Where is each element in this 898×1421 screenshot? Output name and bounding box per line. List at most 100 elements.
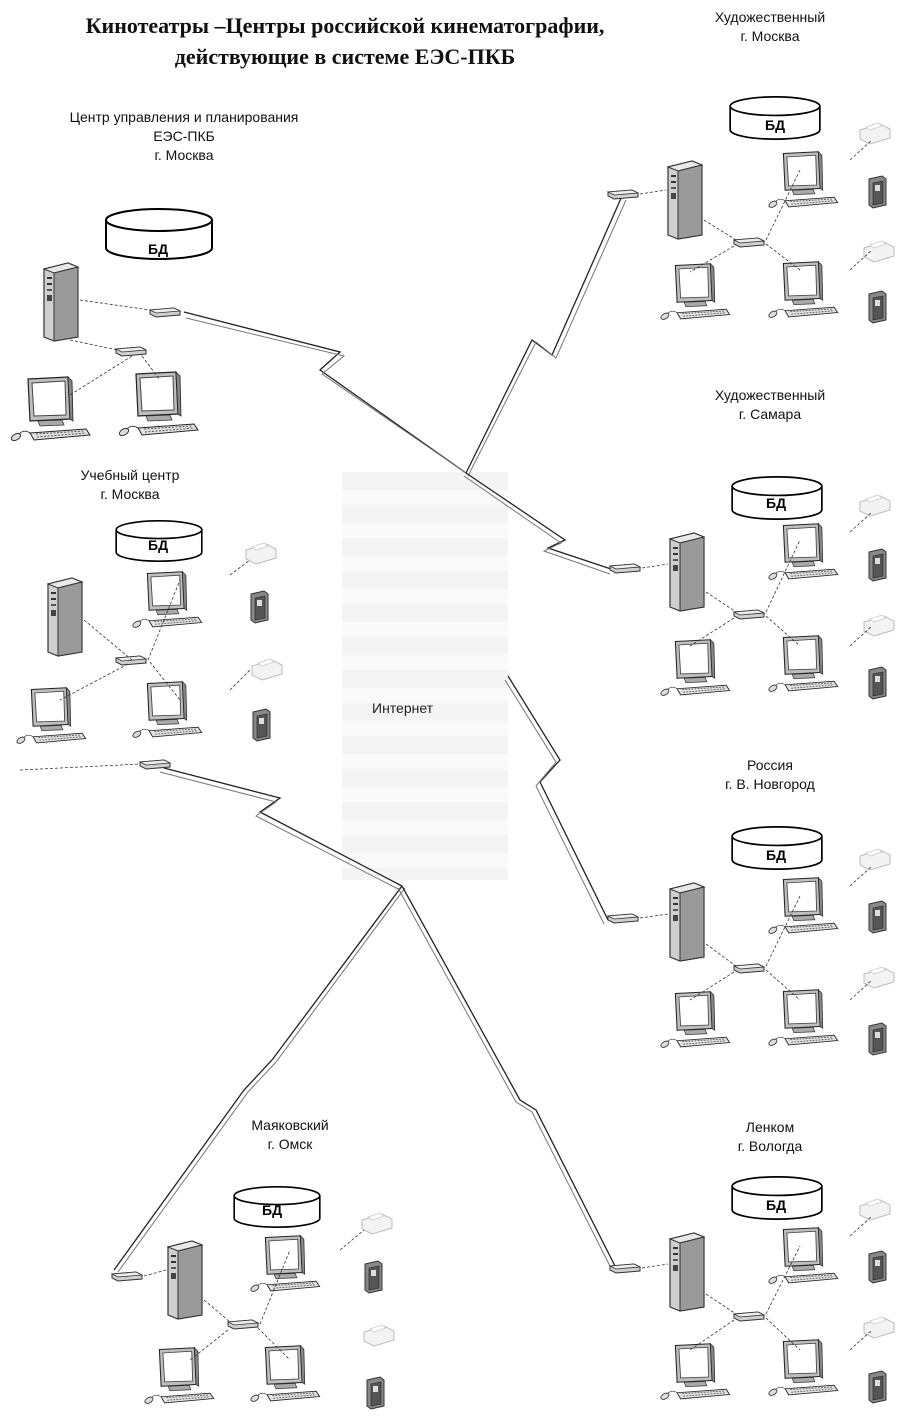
site-label-line: г. Москва <box>100 486 160 502</box>
site-label-line: ЕЭС-ПКБ <box>153 128 215 144</box>
site-label-line: г. В. Новгород <box>725 776 815 792</box>
site-label-line: Маяковский <box>251 1117 329 1133</box>
hub-icon <box>607 913 639 924</box>
site-label-line: г. Самара <box>738 406 802 422</box>
site-training-center: БД <box>15 519 283 771</box>
workstation-icon <box>659 263 731 322</box>
hub-icon <box>139 759 171 770</box>
site-label-mgmt-center: Центр управления и планирования ЕЭС-ПКБ … <box>24 108 344 165</box>
ups-icon <box>868 1370 887 1404</box>
site-label-line: Художественный <box>714 387 826 403</box>
diagram-title-line-1: Кинотеатры –Центры российской кинематогр… <box>85 13 605 38</box>
site-label-line: г. Москва <box>154 147 214 163</box>
hub-icon <box>609 563 641 574</box>
hub-icon <box>115 655 147 666</box>
site-label-khud-samara: Художественный г. Самара <box>680 386 860 424</box>
printer-icon <box>859 494 891 517</box>
site-label-mayakovsky: Маяковский г. Омск <box>220 1116 360 1154</box>
server-icon <box>667 160 703 240</box>
site-label-rossiya: Россия г. В. Новгород <box>680 756 860 794</box>
ups-icon <box>868 900 887 934</box>
ups-icon <box>868 1250 887 1284</box>
db-label: БД <box>765 117 785 133</box>
db-label: БД <box>262 1202 282 1218</box>
wan-link-training-center <box>163 767 403 887</box>
site-mgmt-center: БД <box>9 208 213 443</box>
hub-icon <box>227 1319 259 1330</box>
printer-icon <box>859 848 891 871</box>
internet-label: Интернет <box>372 700 434 716</box>
site-label-line: Центр управления и планирования <box>69 109 299 125</box>
printer-icon <box>863 1316 895 1339</box>
workstation-icon <box>659 639 731 698</box>
workstation-icon <box>659 991 731 1050</box>
wan-link-lenkom <box>401 885 617 1269</box>
workstation-icon <box>659 1343 731 1402</box>
site-rossiya: БД <box>607 825 895 1056</box>
hub-icon <box>111 1271 143 1282</box>
workstation-icon <box>249 1235 321 1294</box>
ups-icon <box>364 1260 383 1294</box>
server-icon <box>47 577 83 657</box>
diagram-title: Кинотеатры –Центры российской кинематогр… <box>20 10 670 72</box>
ups-icon <box>868 290 887 324</box>
workstation-icon <box>15 687 87 746</box>
site-label-line: г. Омск <box>267 1136 313 1152</box>
hub-icon <box>609 1263 641 1274</box>
diagram-title-line-2: действующие в системе ЕЭС-ПКБ <box>174 44 516 69</box>
site-label-line: Ленком <box>745 1119 795 1135</box>
workstation-icon <box>9 376 91 443</box>
server-icon <box>167 1240 203 1320</box>
server-icon <box>43 262 79 342</box>
wan-links <box>113 195 627 1273</box>
workstation-icon <box>117 371 199 438</box>
site-label-line: г. Вологда <box>737 1138 803 1154</box>
site-lenkom: БД <box>609 1175 895 1404</box>
workstation-icon <box>767 151 839 210</box>
ups-icon <box>868 175 887 209</box>
site-label-line: г. Москва <box>740 28 800 44</box>
server-icon <box>669 882 705 962</box>
printer-icon <box>859 1198 891 1221</box>
printer-icon <box>863 240 895 263</box>
db-label: БД <box>148 241 168 257</box>
printer-icon <box>363 1324 395 1347</box>
workstation-icon <box>767 1227 839 1286</box>
db-label: БД <box>766 1197 786 1213</box>
wan-link-mgmt-center <box>183 311 467 474</box>
site-label-training-center: Учебный центр г. Москва <box>40 466 220 504</box>
ups-icon <box>252 708 271 742</box>
wan-link-khud-moscow <box>465 195 623 474</box>
db-label: БД <box>766 847 786 863</box>
workstation-icon <box>131 681 203 740</box>
printer-icon <box>863 614 895 637</box>
faded-background-text-block <box>342 472 508 880</box>
printer-icon <box>245 542 277 565</box>
ups-icon <box>366 1376 385 1410</box>
site-mayakovsky: БД <box>111 1185 395 1410</box>
workstation-icon <box>767 1339 839 1398</box>
wan-link-khud-samara <box>465 472 615 571</box>
ups-icon <box>868 548 887 582</box>
db-label: БД <box>766 495 786 511</box>
hub-icon <box>733 237 765 248</box>
ups-icon <box>868 1022 887 1056</box>
hub-icon <box>733 609 765 620</box>
wan-link-internet-trunk <box>507 675 609 921</box>
hub-icon <box>115 346 147 357</box>
hub-icon <box>149 307 181 318</box>
db-label: БД <box>148 537 168 553</box>
hub-icon <box>733 963 765 974</box>
site-khud-moscow: БД <box>607 95 895 324</box>
server-icon <box>669 532 705 612</box>
server-icon <box>669 1232 705 1312</box>
printer-icon <box>859 122 891 145</box>
site-label-lenkom: Ленком г. Вологда <box>680 1118 860 1156</box>
site-label-line: Художественный <box>714 9 826 25</box>
ups-icon <box>250 590 269 624</box>
printer-icon <box>251 658 283 681</box>
wan-link-mayakovsky <box>113 885 403 1271</box>
printer-icon <box>863 966 895 989</box>
workstation-icon <box>143 1347 215 1406</box>
